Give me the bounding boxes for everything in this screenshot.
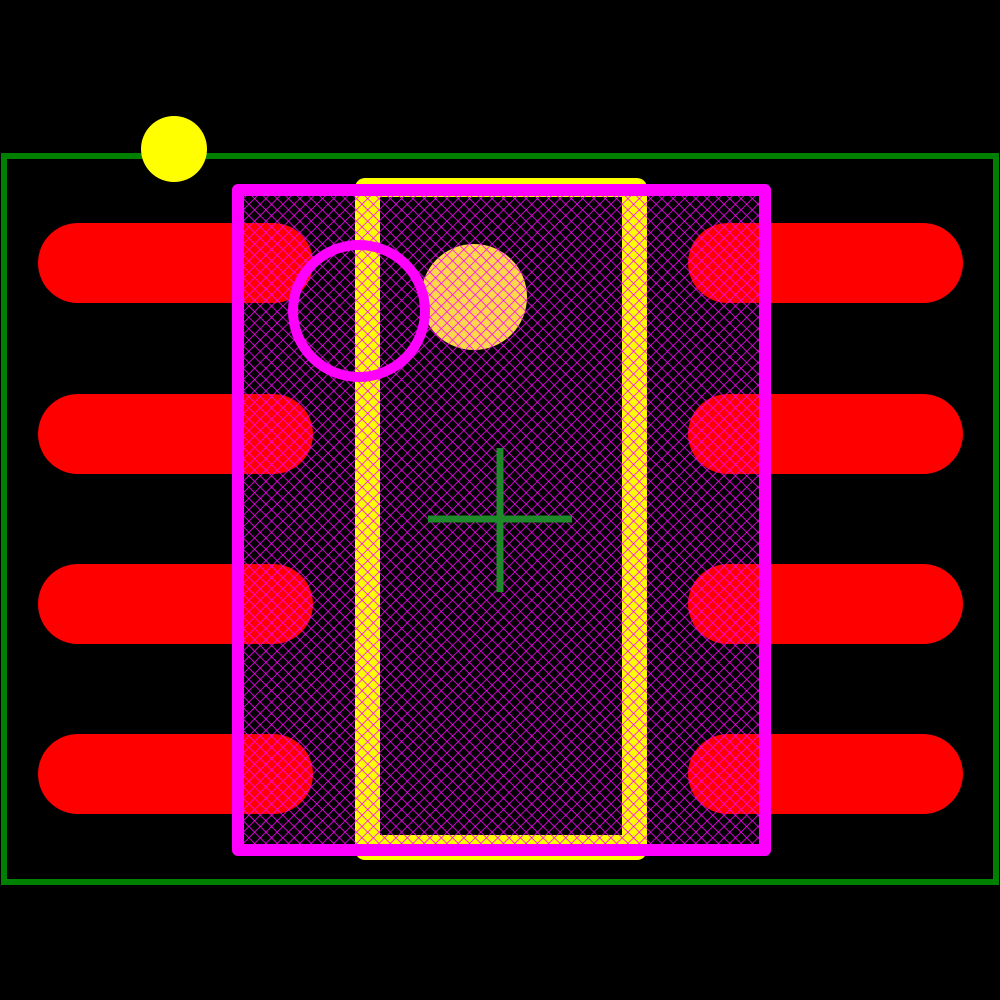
fabrication-outline xyxy=(232,184,771,856)
pin1-fab-circle xyxy=(288,240,430,382)
pin1-marker-dot xyxy=(141,116,207,182)
courtyard-outline xyxy=(1,153,999,885)
